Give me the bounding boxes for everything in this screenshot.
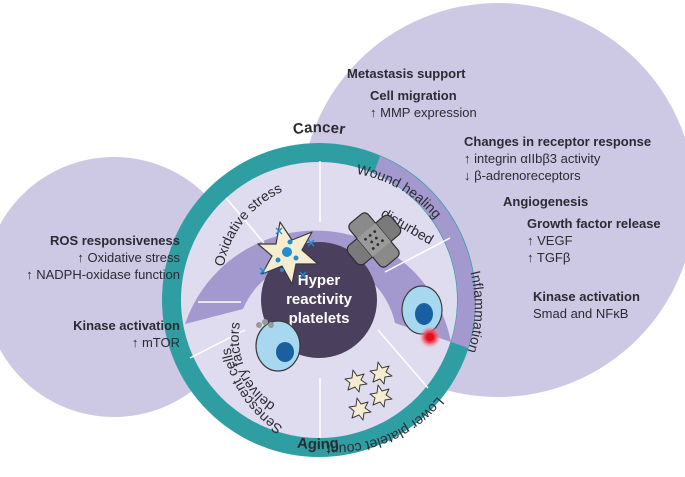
left-ros-line2: ↑ NADPH-oxidase function bbox=[26, 267, 180, 282]
inflammation-cell-icon bbox=[401, 285, 443, 348]
right-mmp: ↑ MMP expression bbox=[370, 105, 477, 120]
senescent-cell-icon bbox=[255, 319, 301, 372]
center-line2: reactivity bbox=[286, 291, 353, 308]
right-growth: Growth factor release bbox=[527, 216, 661, 231]
left-kinase-line1: ↑ mTOR bbox=[132, 335, 180, 350]
resting-platelets-icon bbox=[344, 361, 393, 421]
right-beta: ↓ β-adrenoreceptors bbox=[464, 168, 581, 183]
right-smad: Smad and NFκB bbox=[533, 306, 628, 321]
left-kinase-title: Kinase activation bbox=[73, 318, 180, 333]
ring-label-cancer: Cancer bbox=[292, 119, 347, 138]
right-kinase-title: Kinase activation bbox=[533, 289, 640, 304]
left-ros-title: ROS responsiveness bbox=[50, 233, 180, 248]
activated-platelet-icon bbox=[257, 221, 319, 285]
segment-dividers bbox=[189, 161, 451, 438]
bandage-icon bbox=[346, 212, 402, 268]
center-line1: Hyper bbox=[298, 272, 341, 289]
right-vegf: ↑ VEGF bbox=[527, 233, 573, 248]
center-line3: platelets bbox=[289, 310, 350, 327]
right-metastasis: Metastasis support bbox=[347, 66, 466, 81]
cancer-band-ring-extension bbox=[374, 156, 476, 348]
right-receptor-title: Changes in receptor response bbox=[464, 134, 651, 149]
right-angiogenesis: Angiogenesis bbox=[503, 194, 588, 209]
right-integrin: ↑ integrin αIIbβ3 activity bbox=[464, 151, 601, 166]
left-ros-line1: ↑ Oxidative stress bbox=[77, 250, 180, 265]
right-tgf: ↑ TGFβ bbox=[527, 250, 570, 265]
ring-label-aging: Aging bbox=[296, 435, 339, 454]
right-cell-migration: Cell migration bbox=[370, 88, 457, 103]
